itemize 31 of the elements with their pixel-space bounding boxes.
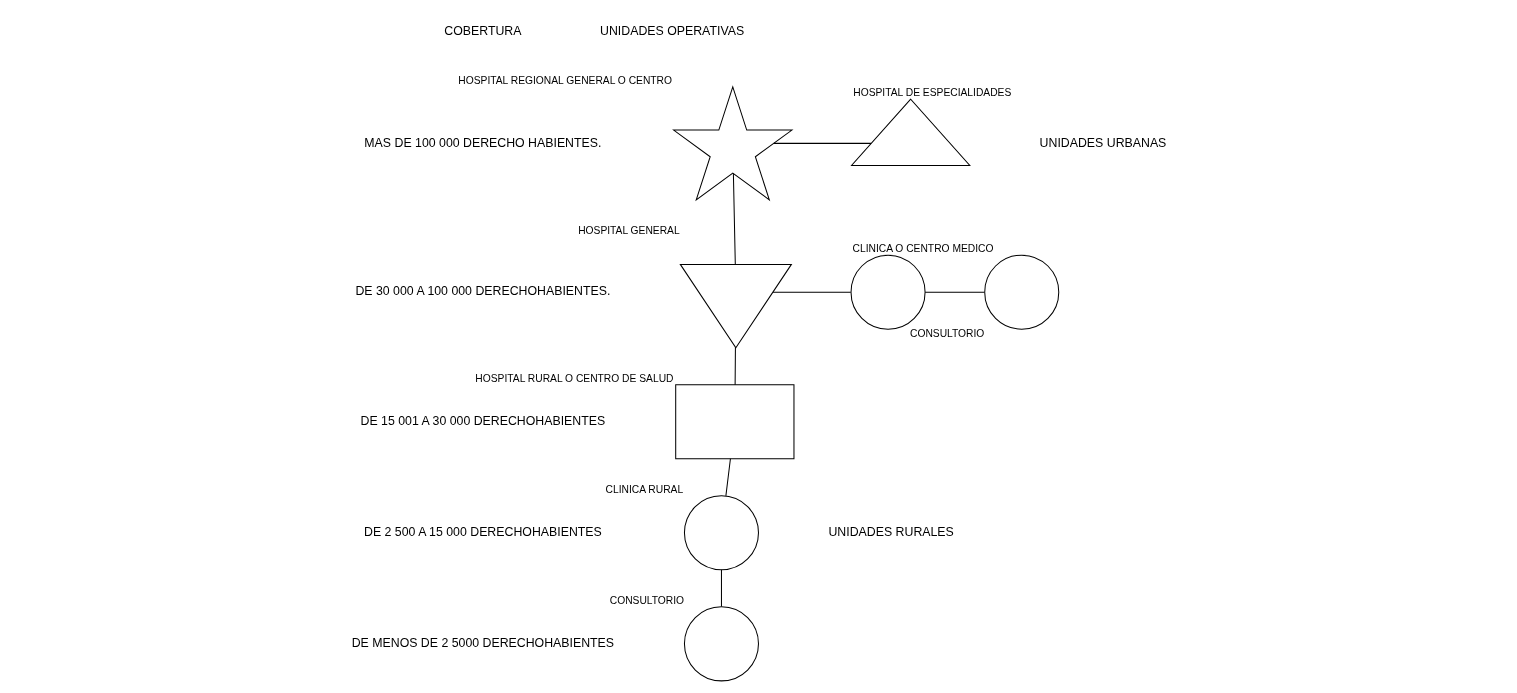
- node-label: CONSULTORIO: [609, 594, 684, 606]
- node-star: [671, 84, 793, 201]
- connector: [724, 457, 731, 496]
- connector: [772, 142, 872, 144]
- node-label: HOSPITAL RURAL O CENTRO DE SALUD: [474, 372, 673, 384]
- label: DE 2 500 A 15 000 DERECHOHABIENTES: [363, 524, 602, 539]
- label: DE 30 000 A 100 000 DERECHOHABIENTES.: [354, 283, 610, 298]
- node-invtriangle: [678, 263, 792, 349]
- label: UNIDADES URBANAS: [1039, 135, 1166, 150]
- label: DE MENOS DE 2 5000 DERECHOHABIENTES: [351, 635, 614, 650]
- label: UNIDADES RURALES: [827, 524, 954, 539]
- node-circle: [683, 605, 759, 681]
- node-label: CONSULTORIO: [909, 327, 984, 339]
- node-triangle: [849, 97, 971, 166]
- node-label: CLINICA O CENTRO MEDICO: [852, 242, 993, 254]
- connector: [772, 291, 851, 293]
- label: UNIDADES OPERATIVAS: [599, 23, 744, 38]
- node-circle: [983, 254, 1059, 330]
- connector: [720, 568, 722, 607]
- connector: [734, 346, 736, 385]
- node-circle: [850, 254, 926, 330]
- label: COBERTURA: [443, 23, 521, 38]
- node-box: [674, 383, 794, 459]
- node-circle: [683, 494, 759, 570]
- node-label: HOSPITAL DE ESPECIALIDADES: [852, 86, 1011, 98]
- node-label: HOSPITAL REGIONAL GENERAL O CENTRO: [457, 74, 672, 86]
- label: MAS DE 100 000 DERECHO HABIENTES.: [363, 135, 601, 150]
- node-label: HOSPITAL GENERAL: [577, 224, 680, 236]
- node-label: CLINICA RURAL: [605, 483, 683, 495]
- label: DE 15 001 A 30 000 DERECHOHABIENTES: [360, 413, 605, 428]
- connector: [924, 291, 985, 293]
